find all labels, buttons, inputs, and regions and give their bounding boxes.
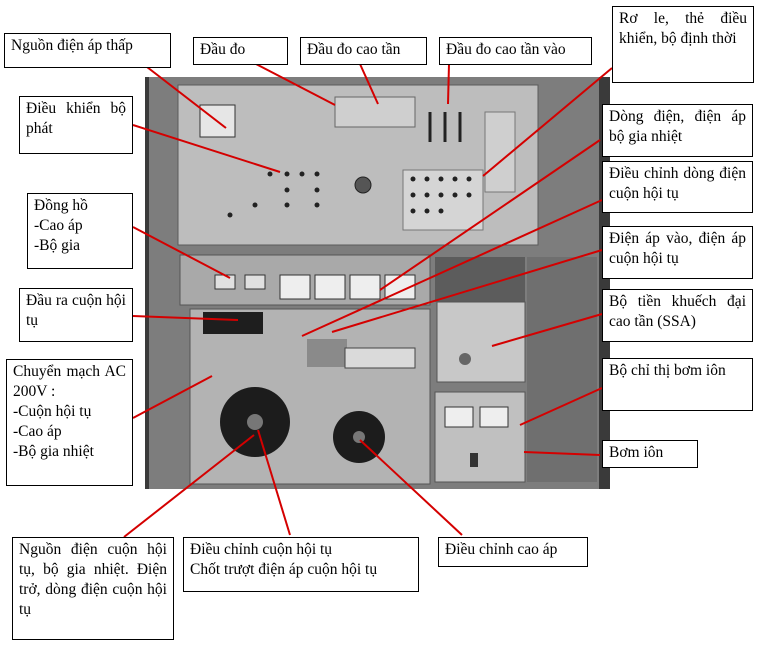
label-hf-probe: Đầu đo cao tần [300, 37, 427, 65]
label-focus-adjust: Điều chỉnh cuộn hội tụ Chốt trượt điện á… [183, 537, 419, 592]
label-focus-coil-current-adj: Điều chỉnh dòng điện cuộn hội tụ [602, 161, 753, 213]
label-ac-switch: Chuyển mạch AC 200V : -Cuộn hội tụ -Cao … [6, 359, 133, 486]
label-focus-heater-supply: Nguồn điện cuộn hội tụ, bộ gia nhiệt. Đi… [12, 537, 174, 640]
label-meters: Đồng hồ -Cao áp -Bộ gia [27, 193, 133, 269]
label-heater-current-voltage: Dòng điện, điện áp bộ gia nhiệt [602, 104, 753, 157]
label-focus-coil-output: Đầu ra cuộn hội tụ [19, 288, 133, 342]
lower-panel [189, 308, 431, 485]
label-relay-cards-timer: Rơ le, thẻ điều khiển, bộ định thời [612, 6, 754, 83]
label-hv-adjust: Điều chỉnh cao áp [438, 537, 588, 567]
label-hf-probe-in: Đầu đo cao tần vào [439, 37, 592, 65]
equipment-cabinet-photo [145, 77, 610, 489]
label-input-focus-voltage: Điện áp vào, điện áp cuộn hội tụ [602, 226, 753, 279]
label-ssa: Bộ tiền khuếch đại cao tần (SSA) [602, 289, 753, 342]
label-generator-control: Điều khiển bộ phát [19, 96, 133, 154]
label-probe: Đầu đo [193, 37, 288, 65]
label-ion-pump: Bơm iôn [602, 440, 698, 468]
label-ion-pump-indicator: Bộ chỉ thị bơm iôn [602, 358, 753, 411]
label-low-voltage-supply: Nguồn điện áp thấp [4, 33, 171, 68]
